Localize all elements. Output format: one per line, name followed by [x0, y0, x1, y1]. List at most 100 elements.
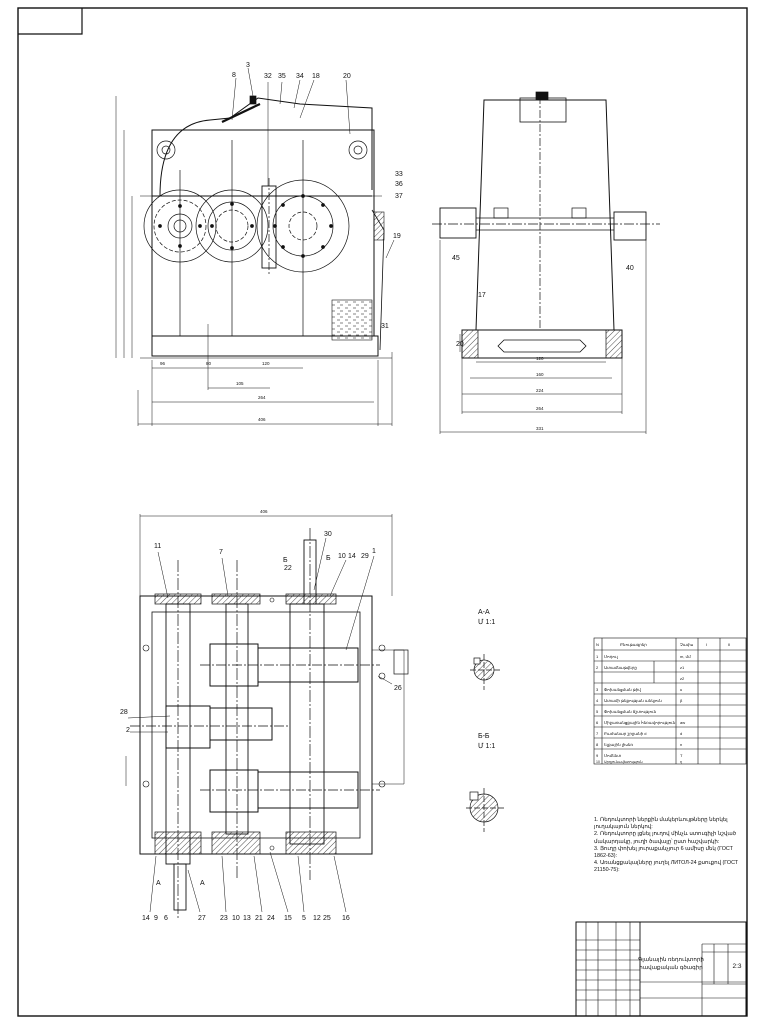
side-view-dimensions: 45 17 20 40 120 160 224 264 331	[452, 255, 634, 431]
callout-10-top: 10	[338, 553, 346, 560]
dim-80: 80	[206, 361, 212, 366]
spec-row-6-n: 5	[596, 709, 599, 714]
spec-row-9-n: 8	[596, 742, 599, 747]
front-view-dimensions: 96 80 120 105 264 406	[160, 361, 270, 422]
spec-row-7-n: 6	[596, 720, 599, 725]
drawing-title-line2: հավաքական գծագիր	[639, 964, 703, 971]
callout-6: 6	[164, 915, 168, 922]
spec-row-2-unit: z1	[680, 665, 685, 670]
title-block	[575, 921, 747, 1017]
spec-row-7-name: Միջառանցքային հեռավորություն	[604, 720, 676, 725]
callout-21: 21	[255, 915, 263, 922]
callout-14-top: 14	[348, 553, 356, 560]
note-3: 3. Յուղը փոխել յուրաքանչյուր 6 ամիսը մեկ…	[594, 845, 733, 860]
dim-264-side: 264	[536, 406, 544, 411]
callout-37: 37	[395, 193, 403, 200]
callout-12: 12	[313, 915, 321, 922]
dim-224: 224	[536, 388, 544, 393]
technical-notes: 1. Ռեդուկտորի ներքին մակերևույթները ներկ…	[594, 817, 744, 875]
callout-23: 23	[220, 915, 228, 922]
callout-16: 16	[342, 915, 350, 922]
callout-24: 24	[267, 915, 275, 922]
spec-row-10-n: 9	[596, 753, 599, 758]
callout-a-right: А	[200, 880, 205, 887]
section-views	[466, 654, 504, 832]
spec-row-4-n: 3	[596, 687, 599, 692]
note-1: 1. Ռեդուկտորի ներքին մակերևույթները ներկ…	[594, 817, 728, 831]
spec-row-3-unit: z2	[680, 676, 685, 681]
callout-30: 30	[324, 531, 332, 538]
spec-row-2-name: Ատամնաթվերը	[604, 665, 637, 670]
specification-table: N Բնութագրեր Չափս I II 1 Մոդուլ m, մմ 2 …	[593, 637, 747, 765]
dim-120: 120	[262, 361, 270, 366]
callout-5: 5	[302, 915, 306, 922]
dim-105: 105	[236, 381, 244, 386]
callout-27: 27	[198, 915, 206, 922]
spec-row-8-unit: d	[680, 731, 682, 736]
spec-header-name: Բնութագրեր	[620, 642, 647, 647]
dim-120-side: 120	[536, 356, 544, 361]
dim-160: 160	[536, 372, 544, 377]
callout-2: 2	[126, 727, 130, 734]
spec-row-9-unit: n	[680, 742, 682, 747]
spec-row-5-n: 4	[596, 698, 599, 703]
spec-header-i: I	[706, 642, 707, 647]
callout-28: 28	[120, 709, 128, 716]
dim-406-plan: 406	[260, 509, 268, 514]
spec-row-11-unit: η	[680, 760, 682, 764]
sheet-scale: 2:3	[732, 963, 741, 970]
callout-31: 31	[381, 323, 389, 330]
callout-26: 26	[394, 685, 402, 692]
spec-row-1-name: Մոդուլ	[604, 654, 619, 659]
dim-17: 17	[478, 292, 486, 299]
spec-row-5-name: Ատամի թեքության անկյուն	[604, 698, 662, 703]
callout-32: 32	[264, 73, 272, 80]
note-4: 4. Առանցքակալները յուղել ЛИТОЛ-24 քսուքո…	[594, 860, 739, 874]
front-view	[115, 67, 395, 426]
dim-264: 264	[258, 395, 266, 400]
front-view-callouts: 8 3 32 35 34 18 20 33 36 37 19 31	[232, 62, 403, 330]
callout-b-right: Б	[326, 555, 331, 562]
callout-33: 33	[395, 171, 403, 178]
spec-row-11-name: Արդյունավետություն	[604, 759, 643, 764]
spec-row-5-unit: β	[680, 698, 683, 703]
callout-10-bottom: 10	[232, 915, 240, 922]
callout-25: 25	[323, 915, 331, 922]
spec-row-1-n: 1	[596, 654, 599, 659]
callout-11: 11	[154, 543, 161, 550]
dim-331: 331	[536, 426, 544, 431]
spec-row-2-n: 2	[596, 665, 599, 670]
spec-header-ii: II	[728, 642, 730, 647]
section-bb-scale: Մ 1:1	[478, 742, 495, 750]
title-block-text: Գլանային ռեդուկտորի հավաքական գծագիր 2:3	[638, 956, 742, 971]
callout-13: 13	[243, 915, 251, 922]
plan-view	[125, 514, 409, 920]
side-view	[432, 91, 660, 434]
callout-34: 34	[296, 73, 304, 80]
spec-row-7-unit: aw	[680, 720, 685, 725]
spec-row-8-name: Բաժանար շրջանի d	[604, 731, 647, 736]
callout-9: 9	[154, 915, 158, 922]
callout-36: 36	[395, 181, 403, 188]
section-labels: А-А Մ 1:1 Б-Б Մ 1:1	[478, 609, 495, 750]
callout-b-left: Б	[283, 557, 288, 564]
sheet-frame	[17, 7, 748, 1017]
spec-row-6-name: Փոխանցման ճշտություն	[604, 709, 657, 714]
spec-row-9-name: Ելքային լիսեռ	[604, 742, 633, 747]
spec-row-11-n: 10	[596, 760, 600, 764]
spec-row-4-unit: u	[680, 687, 682, 692]
dim-45: 45	[452, 255, 460, 262]
callout-19: 19	[393, 233, 401, 240]
dim-20: 20	[456, 341, 464, 348]
note-2: 2. Ռեդուկտորը լցնել յուղով մինչև ստուգիչ…	[594, 831, 736, 845]
spec-row-4-name: Փոխանցման թիվ	[604, 687, 641, 692]
section-bb-title: Б-Б	[478, 733, 490, 740]
spec-row-1-unit: m, մմ	[680, 654, 691, 659]
plan-view-callouts: 406 11 7 30 Б Б 10 14 29 22 1 28 2 26 А …	[120, 509, 402, 922]
callout-3: 3	[246, 62, 250, 69]
callout-a-left: А	[156, 880, 161, 887]
callout-14-bottom: 14	[142, 915, 150, 922]
spec-row-8-n: 7	[596, 731, 599, 736]
spec-header-size: Չափս	[680, 642, 694, 647]
callout-22: 22	[284, 565, 292, 572]
